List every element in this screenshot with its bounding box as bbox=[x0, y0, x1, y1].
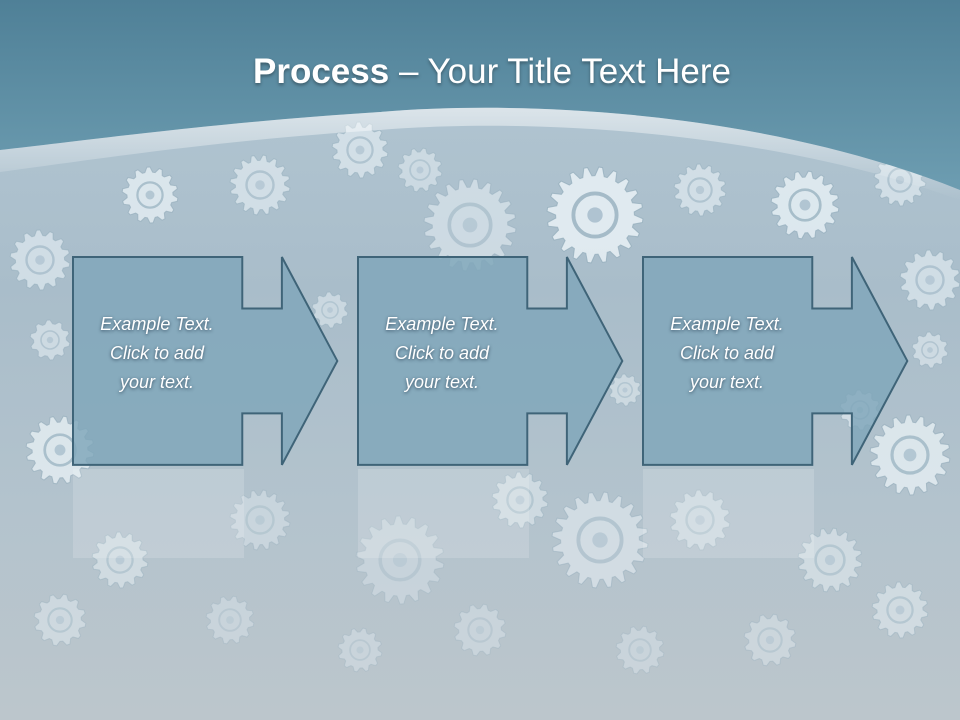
step-2-text[interactable]: Example Text. Click to add your text. bbox=[385, 314, 499, 392]
step-2-shape bbox=[357, 256, 624, 466]
gear-icon bbox=[91, 531, 149, 589]
gear-icon bbox=[669, 489, 731, 551]
step-3-shape bbox=[642, 256, 909, 466]
gear-icon bbox=[491, 471, 549, 529]
gear-icon bbox=[423, 178, 517, 272]
gear-icon bbox=[743, 613, 797, 667]
gear-icon bbox=[9, 229, 71, 291]
gear-icon bbox=[311, 291, 349, 329]
gear-icon bbox=[355, 515, 445, 605]
gear-icon bbox=[121, 166, 179, 224]
gear-icon bbox=[770, 170, 840, 240]
gear-icon bbox=[337, 627, 383, 673]
gear-icon bbox=[229, 489, 291, 551]
step-1-shape bbox=[72, 256, 339, 466]
gear-icon bbox=[911, 331, 949, 369]
page-title[interactable]: Process – Your Title Text Here bbox=[0, 52, 960, 92]
title-bold: Process bbox=[253, 52, 390, 91]
step-1-reflection bbox=[73, 469, 244, 558]
gear-icon bbox=[33, 593, 87, 647]
step-1-text[interactable]: Example Text. Click to add your text. bbox=[100, 314, 214, 392]
gear-icon bbox=[205, 595, 255, 645]
gear-icon bbox=[397, 147, 443, 193]
gear-icon bbox=[797, 527, 863, 593]
gear-icon bbox=[673, 163, 727, 217]
step-3-reflection bbox=[643, 469, 814, 558]
title-rest: – Your Title Text Here bbox=[389, 52, 731, 91]
step-2-reflection bbox=[358, 469, 529, 558]
gear-icon bbox=[615, 625, 665, 675]
gear-icon bbox=[608, 373, 642, 407]
gear-icon bbox=[871, 581, 929, 639]
gear-icon bbox=[229, 154, 291, 216]
gear-icon bbox=[869, 414, 951, 496]
gear-icon bbox=[546, 166, 644, 264]
gear-icon bbox=[29, 319, 71, 361]
step-3-text[interactable]: Example Text. Click to add your text. bbox=[670, 314, 784, 392]
gear-icon bbox=[899, 249, 960, 311]
gear-icon bbox=[453, 603, 507, 657]
title-header-band bbox=[0, 0, 960, 200]
gear-icon bbox=[551, 491, 649, 589]
